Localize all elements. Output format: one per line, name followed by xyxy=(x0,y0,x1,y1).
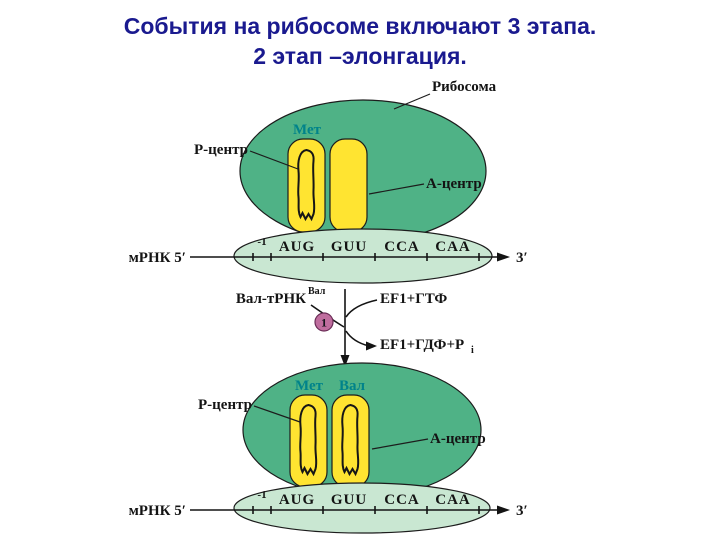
a-site-leader-line xyxy=(368,183,425,195)
position-label: -1 xyxy=(257,236,266,248)
small-subunit-ellipse xyxy=(233,228,493,284)
small-subunit-ellipse xyxy=(233,482,491,534)
codon-aug: AUG xyxy=(279,239,315,255)
reaction-arrowhead-icon xyxy=(340,355,350,367)
step-number-text: 1 xyxy=(321,316,327,330)
a-site-leader-line xyxy=(371,438,429,450)
codon-aug: AUG xyxy=(279,492,315,508)
top-ribosome-group: мРНК 5′ 3′ -1 AUG GUU CCA CAA Мет Рибосо… xyxy=(129,79,528,284)
output-label: EF1+ГДФ+Р xyxy=(380,337,464,353)
mrna-arrowhead-icon xyxy=(497,252,510,262)
p-site-leader-line xyxy=(249,150,299,170)
step-number-badge xyxy=(314,312,334,332)
output-arrowhead-icon xyxy=(366,341,377,351)
bottom-ribosome-group: мРНК 5′ 3′ -1 AUG GUU CCA CAA Мет Вал Р-… xyxy=(129,362,528,534)
codon-guu: GUU xyxy=(331,492,367,508)
input-curve xyxy=(345,299,378,318)
val-amino-label: Вал xyxy=(339,378,366,394)
p-site-label: Р-центр xyxy=(194,142,248,158)
codon-guu: GUU xyxy=(331,239,367,255)
mrna-3-label: 3′ xyxy=(516,250,528,266)
codon-cca: CCA xyxy=(384,492,420,508)
mrna-ticks xyxy=(252,506,480,514)
codon-caa: CAA xyxy=(435,492,471,508)
substrate-superscript: Вал xyxy=(308,286,326,297)
page-title-line1: События на рибосоме включают 3 этапа. xyxy=(124,13,597,39)
substrate-label: Вал-тРНК xyxy=(236,291,306,307)
p-site-leader-line xyxy=(253,405,301,423)
mrna-5-label: мРНК 5′ xyxy=(129,250,186,266)
codon-caa: CAA xyxy=(435,239,471,255)
a-site-slot xyxy=(329,138,368,233)
met-amino-label: Мет xyxy=(293,122,322,138)
position-label: -1 xyxy=(257,489,266,501)
mrna-3-label: 3′ xyxy=(516,503,528,519)
ribosome-label: Рибосома xyxy=(432,79,497,95)
p-site-label: Р-центр xyxy=(198,397,252,413)
output-curve xyxy=(345,330,370,347)
a-site-label: А-центр xyxy=(426,176,482,192)
output-subscript: i xyxy=(471,345,474,356)
codon-cca: CCA xyxy=(384,239,420,255)
met-amino-label: Мет xyxy=(295,378,324,394)
ribosome-leader-line xyxy=(393,93,431,110)
input-label: EF1+ГТФ xyxy=(380,291,447,307)
elongation-reaction-group: Вал-тРНК Вал EF1+ГТФ EF1+ГДФ+Р i 1 xyxy=(236,286,474,367)
mrna-5-label: мРНК 5′ xyxy=(129,503,186,519)
a-site-label: А-центр xyxy=(430,431,486,447)
mrna-ticks xyxy=(252,253,480,261)
page-title-line2: 2 этап –элонгация. xyxy=(253,43,467,69)
mrna-arrowhead-icon xyxy=(497,505,510,515)
